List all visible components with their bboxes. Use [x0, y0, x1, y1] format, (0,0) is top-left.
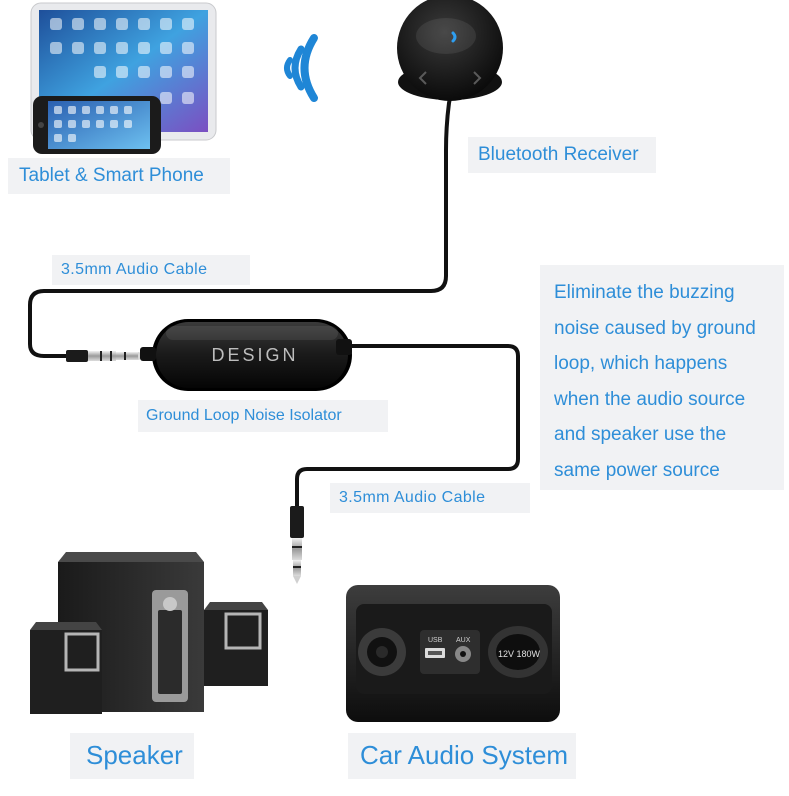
description-line: noise caused by ground	[554, 317, 756, 339]
audio-cable-top-label: 3.5mm Audio Cable	[52, 255, 250, 285]
speaker-image	[30, 552, 268, 714]
bluetooth-receiver-label: Bluetooth Receiver	[468, 137, 656, 173]
isolator-image	[140, 319, 352, 391]
description-box: Eliminate the buzzing noise caused by gr…	[540, 265, 784, 490]
description-line: and speaker use the	[554, 424, 727, 446]
speaker-label: Speaker	[70, 733, 194, 779]
usb-port-label: USB	[428, 637, 443, 644]
car-audio-panel-image: USB AUX 12V 180W	[346, 585, 560, 722]
wireless-signal-icon	[284, 34, 318, 102]
description-line: Eliminate the buzzing	[554, 282, 735, 303]
isolator-brand-text: DESIGN	[211, 345, 298, 365]
audio-plug-bottom	[290, 506, 304, 584]
description-line: same power source	[554, 459, 720, 481]
audio-cables	[28, 96, 520, 512]
tablet-phone-label: Tablet & Smart Phone	[8, 158, 230, 194]
description-line: loop, which happens	[554, 353, 728, 375]
aux-port-label: AUX	[456, 637, 471, 644]
isolator-label: Ground Loop Noise Isolator	[138, 400, 388, 432]
audio-plug-top	[66, 350, 146, 362]
description-line: when the audio source	[554, 388, 746, 410]
audio-cable-bottom-label: 3.5mm Audio Cable	[330, 483, 530, 513]
phone-image	[33, 96, 161, 154]
car-audio-label: Car Audio System	[348, 733, 576, 779]
bluetooth-receiver-image	[397, 0, 503, 101]
power-socket-label: 12V 180W	[498, 649, 541, 659]
